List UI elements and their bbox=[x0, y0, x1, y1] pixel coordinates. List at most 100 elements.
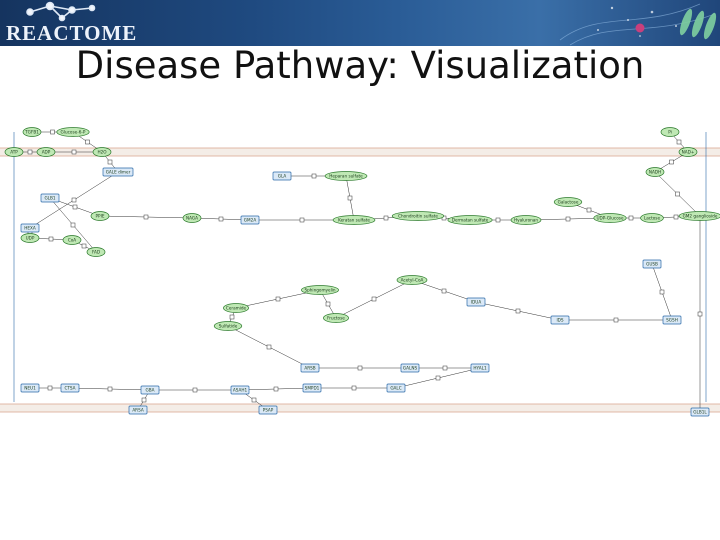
protein-node-shape[interactable] bbox=[662, 315, 682, 325]
pathway-node[interactable]: GUSB bbox=[642, 259, 662, 269]
reaction-node[interactable] bbox=[613, 317, 619, 323]
molecule-node-shape[interactable] bbox=[223, 303, 249, 313]
protein-node-shape[interactable] bbox=[300, 363, 320, 373]
pathway-node[interactable]: GM2 ganglioside bbox=[678, 211, 720, 221]
protein-node-shape[interactable] bbox=[140, 385, 160, 395]
reaction-node[interactable] bbox=[192, 387, 198, 393]
molecule-node-shape[interactable] bbox=[396, 275, 428, 285]
reaction-node[interactable] bbox=[251, 397, 257, 403]
reaction-node[interactable] bbox=[435, 375, 441, 381]
molecule-node-shape[interactable] bbox=[510, 215, 542, 225]
pathway-node[interactable]: GLA bbox=[272, 171, 292, 181]
pathway-node[interactable]: GM2A bbox=[240, 215, 260, 225]
reaction-node[interactable] bbox=[229, 314, 235, 320]
pathway-node[interactable]: Dermatan sulfate bbox=[447, 215, 493, 225]
molecule-node-shape[interactable] bbox=[22, 127, 42, 137]
reaction-node[interactable] bbox=[275, 296, 281, 302]
reaction-node[interactable] bbox=[515, 308, 521, 314]
pathway-node[interactable]: CTSA bbox=[60, 383, 80, 393]
molecule-node-shape[interactable] bbox=[324, 171, 368, 181]
pathway-node[interactable]: Hyaluronan bbox=[510, 215, 542, 225]
protein-node-shape[interactable] bbox=[550, 315, 570, 325]
reaction-node[interactable] bbox=[586, 207, 592, 213]
molecule-node-shape[interactable] bbox=[36, 147, 56, 157]
molecule-node-shape[interactable] bbox=[332, 215, 376, 225]
pathway-node[interactable]: HYAL1 bbox=[470, 363, 490, 373]
pathway-node[interactable]: Heparan sulfate bbox=[324, 171, 368, 181]
reaction-node[interactable] bbox=[676, 139, 682, 145]
molecule-node-shape[interactable] bbox=[182, 213, 202, 223]
reaction-node[interactable] bbox=[628, 215, 634, 221]
pathway-node[interactable]: Galactose bbox=[553, 197, 583, 207]
reaction-node[interactable] bbox=[50, 129, 55, 135]
protein-node-shape[interactable] bbox=[128, 405, 148, 415]
reaction-node[interactable] bbox=[107, 386, 113, 392]
pathway-node[interactable]: Acetyl-CoA bbox=[396, 275, 428, 285]
protein-node-shape[interactable] bbox=[20, 383, 40, 393]
molecule-node-shape[interactable] bbox=[660, 127, 680, 137]
molecule-node-shape[interactable] bbox=[62, 235, 82, 245]
reaction-node[interactable] bbox=[72, 204, 78, 210]
reaction-node[interactable] bbox=[299, 217, 305, 223]
molecule-node-shape[interactable] bbox=[90, 211, 110, 221]
pathway-node[interactable]: GALC bbox=[386, 383, 406, 393]
pathway-node[interactable]: GLB1L bbox=[690, 407, 710, 417]
molecule-node-shape[interactable] bbox=[213, 321, 243, 331]
molecule-node-shape[interactable] bbox=[20, 233, 40, 243]
reaction-node[interactable] bbox=[70, 222, 76, 228]
pathway-node[interactable]: Chondroitin sulfate bbox=[391, 211, 445, 221]
pathway-node[interactable]: GALNS bbox=[400, 363, 420, 373]
pathway-node[interactable]: Fructose bbox=[323, 313, 349, 323]
pathway-node[interactable]: SMPD1 bbox=[302, 383, 322, 393]
reaction-node[interactable] bbox=[371, 296, 377, 302]
protein-node-shape[interactable] bbox=[400, 363, 420, 373]
reaction-node[interactable] bbox=[273, 386, 279, 392]
pathway-node[interactable]: ADP bbox=[36, 147, 56, 157]
protein-node-shape[interactable] bbox=[272, 171, 292, 181]
molecule-node-shape[interactable] bbox=[86, 247, 106, 257]
protein-node-shape[interactable] bbox=[230, 385, 250, 395]
reaction-node[interactable] bbox=[71, 149, 77, 155]
reaction-node[interactable] bbox=[325, 301, 331, 307]
pathway-node[interactable]: HEXA bbox=[20, 223, 40, 233]
pathway-node[interactable]: GLB1 bbox=[40, 193, 60, 203]
pathway-node[interactable]: PPIE bbox=[90, 211, 110, 221]
reaction-node[interactable] bbox=[27, 149, 33, 155]
pathway-node[interactable]: PSAP bbox=[258, 405, 278, 415]
molecule-node-shape[interactable] bbox=[391, 211, 445, 221]
pathway-node[interactable]: NAGA bbox=[182, 213, 202, 223]
reaction-node[interactable] bbox=[495, 217, 501, 223]
pathway-node[interactable]: ASAH1 bbox=[230, 385, 250, 395]
protein-node-shape[interactable] bbox=[466, 297, 486, 307]
reaction-node[interactable] bbox=[143, 214, 149, 220]
reaction-node[interactable] bbox=[357, 365, 363, 371]
protein-node-shape[interactable] bbox=[240, 215, 260, 225]
reaction-node[interactable] bbox=[442, 365, 448, 371]
pathway-node[interactable]: SGSH bbox=[662, 315, 682, 325]
pathway-node[interactable]: GBA bbox=[140, 385, 160, 395]
pathway-node[interactable]: Lactose bbox=[640, 213, 664, 223]
protein-node-shape[interactable] bbox=[40, 193, 60, 203]
protein-node-shape[interactable] bbox=[690, 407, 710, 417]
molecule-node-shape[interactable] bbox=[447, 215, 493, 225]
protein-node-shape[interactable] bbox=[470, 363, 490, 373]
pathway-node[interactable]: NAD+ bbox=[678, 147, 698, 157]
reaction-node[interactable] bbox=[565, 216, 571, 222]
pathway-node[interactable]: UDP bbox=[20, 233, 40, 243]
molecule-node-shape[interactable] bbox=[4, 147, 24, 157]
reaction-node[interactable] bbox=[81, 243, 87, 249]
pathway-node[interactable]: Pi bbox=[660, 127, 680, 137]
reaction-node[interactable] bbox=[441, 288, 447, 294]
molecule-node-shape[interactable] bbox=[678, 147, 698, 157]
pathway-node[interactable]: NADH bbox=[645, 167, 665, 177]
protein-node-shape[interactable] bbox=[60, 383, 80, 393]
pathway-node[interactable]: IDUA bbox=[466, 297, 486, 307]
molecule-node-shape[interactable] bbox=[553, 197, 583, 207]
molecule-node-shape[interactable] bbox=[56, 127, 90, 137]
reaction-node[interactable] bbox=[697, 311, 703, 317]
protein-node-shape[interactable] bbox=[258, 405, 278, 415]
reaction-node[interactable] bbox=[347, 195, 353, 201]
pathway-node[interactable]: Glucose-6-P bbox=[56, 127, 90, 137]
reaction-node[interactable] bbox=[218, 216, 224, 222]
